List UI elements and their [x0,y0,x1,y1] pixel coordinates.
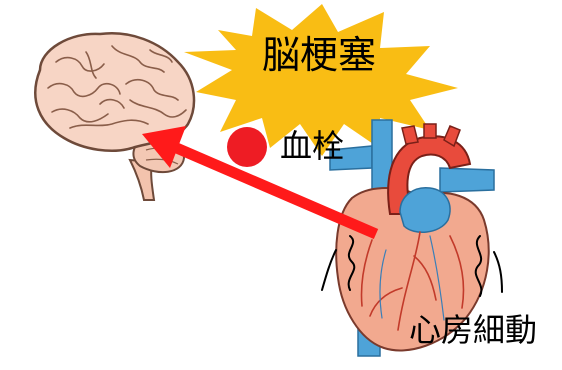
clot-label: 血栓 [280,130,344,162]
brain-icon [35,33,194,200]
heart-label: 心房細動 [409,314,537,346]
clot-dot [227,127,267,167]
title-label: 脳梗塞 [262,36,376,74]
